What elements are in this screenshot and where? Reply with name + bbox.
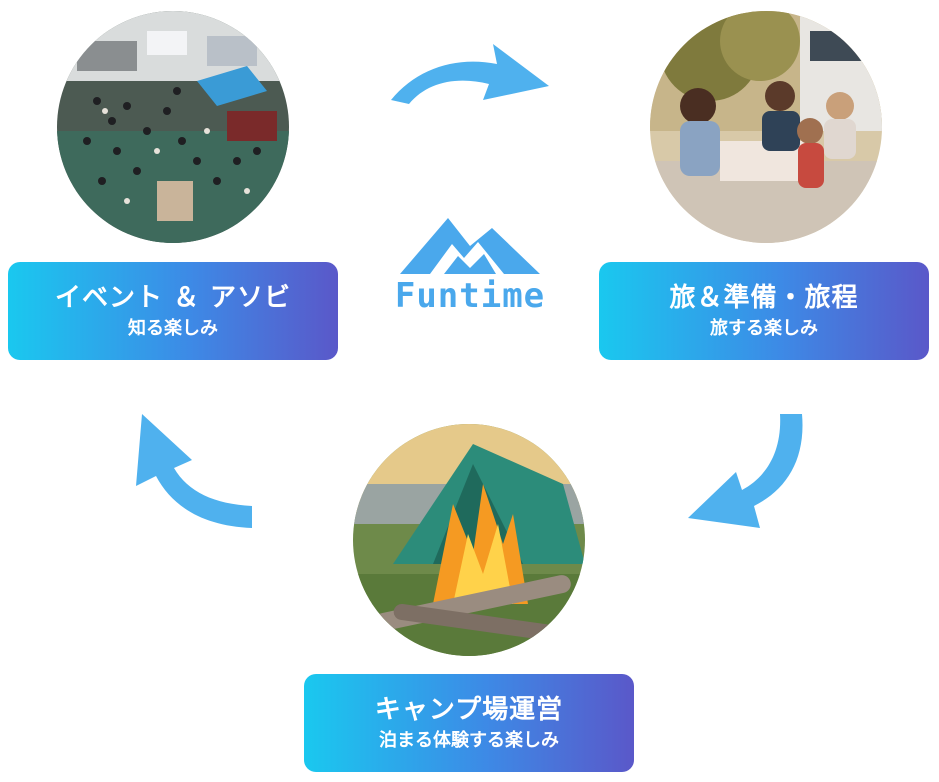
event-market-photo <box>57 11 289 243</box>
campfire-photo <box>353 424 585 656</box>
travel-step-title: 旅＆準備・旅程 <box>669 282 859 313</box>
event-step-box: イベント ＆ アソビ 知る楽しみ <box>8 262 338 360</box>
funtime-logo-text: Funtime <box>394 276 546 316</box>
travel-step-box: 旅＆準備・旅程 旅する楽しみ <box>599 262 929 360</box>
event-step-subtitle: 知る楽しみ <box>128 317 218 339</box>
event-step-title: イベント ＆ アソビ <box>54 282 292 313</box>
cycle-arrow-left-icon <box>132 410 254 532</box>
cycle-arrow-top-icon <box>387 38 552 108</box>
camp-step-box: キャンプ場運営 泊まる体験する楽しみ <box>304 674 634 772</box>
camp-step-title: キャンプ場運営 <box>374 694 564 725</box>
camp-step-subtitle: 泊まる体験する楽しみ <box>379 729 559 751</box>
mountain-logo-icon <box>400 212 540 274</box>
funtime-logo: Funtime <box>380 212 560 322</box>
cycle-arrow-right-icon <box>684 410 806 532</box>
family-picnic-photo <box>650 11 882 243</box>
travel-step-subtitle: 旅する楽しみ <box>710 317 818 339</box>
